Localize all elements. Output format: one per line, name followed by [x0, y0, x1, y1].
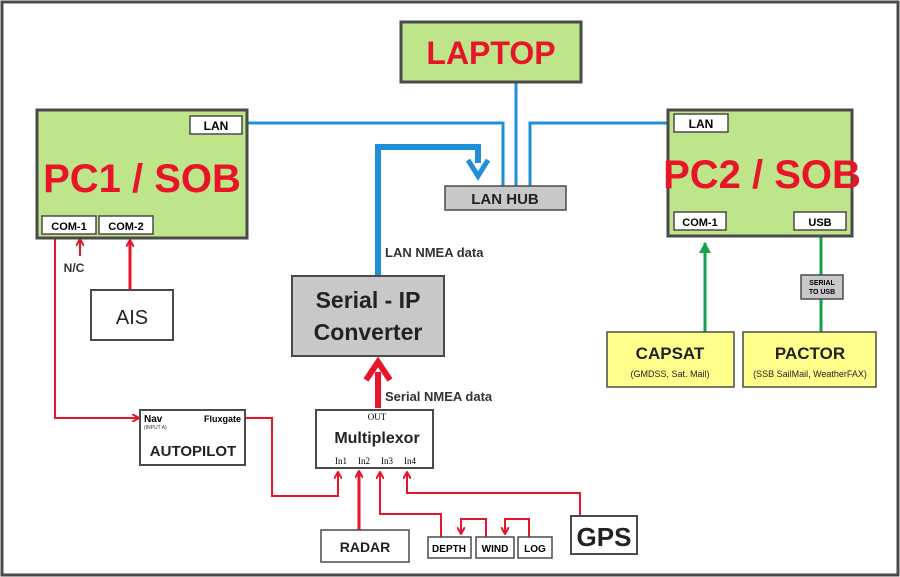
log-box: LOG [517, 536, 553, 559]
pc2-usb-port [793, 211, 847, 231]
ais-box: AIS [90, 289, 174, 341]
ais-label: AIS [116, 307, 148, 329]
serial-to-usb-line1: SERIAL [809, 280, 835, 287]
multiplexor-in1-label: In1 [335, 456, 347, 466]
pactor-subtitle: (SSB SailMail, WeatherFAX) [753, 369, 867, 379]
autopilot-label: AUTOPILOT [150, 443, 236, 460]
depth-label: DEPTH [432, 544, 466, 555]
serial-to-usb-box: SERIAL TO USB [800, 274, 844, 300]
pc1-com1-label: COM-1 [51, 221, 86, 233]
gps-label: GPS [577, 522, 632, 552]
lan-connections [248, 82, 668, 275]
serial-nmea-label: Serial NMEA data [385, 389, 493, 404]
gps-box: GPS [570, 515, 638, 555]
autopilot-box: Nav (INPUT A) Fluxgate AUTOPILOT [139, 409, 246, 466]
pc1-com1-port [41, 215, 97, 235]
mux-to-converter-arrowhead [363, 356, 393, 382]
multiplexor-in4-label: In4 [404, 456, 416, 466]
capsat-box: CAPSAT (GMDSS, Sat. Mail) [606, 331, 735, 388]
multiplexor-box: OUT Multiplexor In1 In2 In3 In4 [315, 409, 434, 469]
multiplexor-in2-label: In2 [358, 456, 370, 466]
converter-title-line1: Serial - IP [316, 287, 421, 313]
pc1-lan-label: LAN [204, 119, 229, 133]
wind-label: WIND [482, 544, 509, 555]
autopilot-nav-label: Nav [144, 414, 163, 425]
autopilot-input-a-label: (INPUT A) [144, 425, 167, 431]
com1-to-autopilot-line [54, 235, 138, 418]
wind-to-depth-arrow [461, 518, 487, 537]
laptop-box: LAPTOP [399, 20, 583, 84]
log-label: LOG [524, 544, 546, 555]
multiplexor-label: Multiplexor [334, 430, 419, 447]
serial-to-usb-line2: TO USB [809, 289, 835, 296]
log-to-wind-arrow [505, 518, 530, 537]
capsat-title: CAPSAT [636, 344, 705, 363]
pc1-lan-line [248, 121, 505, 186]
fluxgate-to-in1-line [245, 417, 338, 497]
pc2-com1-label: COM-1 [682, 217, 717, 229]
radar-box: RADAR [320, 529, 410, 563]
pc2-box: PC2 / SOB LAN COM-1 USB [663, 108, 861, 238]
lan-hub-label: LAN HUB [471, 191, 539, 208]
autopilot-fluxgate-label: Fluxgate [204, 414, 241, 424]
laptop-title: LAPTOP [426, 35, 555, 71]
pc2-lan-label: LAN [689, 117, 714, 131]
pc1-box: PC1 / SOB LAN COM-1 COM-2 [35, 108, 249, 240]
pc2-lan-port [673, 113, 729, 133]
pc1-com2-label: COM-2 [108, 221, 143, 233]
gps-to-in4-line [407, 473, 581, 516]
converter-box: Serial - IP Converter [291, 275, 445, 357]
pc2-com1-port [673, 211, 727, 231]
radar-label: RADAR [340, 539, 391, 555]
serial-connections [54, 235, 581, 540]
pactor-title: PACTOR [775, 344, 845, 363]
pactor-box: PACTOR (SSB SailMail, WeatherFAX) [742, 331, 877, 388]
wind-box: WIND [475, 536, 515, 559]
pc2-lan-line [528, 121, 668, 186]
multiplexor-in3-label: In3 [381, 456, 393, 466]
converter-lan-arrowhead [465, 158, 491, 181]
pc2-title: PC2 / SOB [663, 153, 861, 197]
lan-nmea-label: LAN NMEA data [385, 245, 484, 260]
lan-hub-box: LAN HUB [444, 185, 567, 211]
depth-to-in3-line [380, 473, 442, 540]
multiplexor-out-label: OUT [368, 412, 387, 422]
depth-box: DEPTH [427, 536, 472, 559]
nc-label: N/C [64, 261, 85, 275]
capsat-subtitle: (GMDSS, Sat. Mail) [630, 369, 709, 379]
pc1-lan-port [189, 115, 243, 135]
pc2-usb-label: USB [808, 217, 831, 229]
converter-title-line2: Converter [314, 319, 423, 345]
converter-lan-line [375, 144, 481, 275]
pc1-title: PC1 / SOB [43, 157, 241, 201]
pc1-com2-port [98, 215, 154, 235]
